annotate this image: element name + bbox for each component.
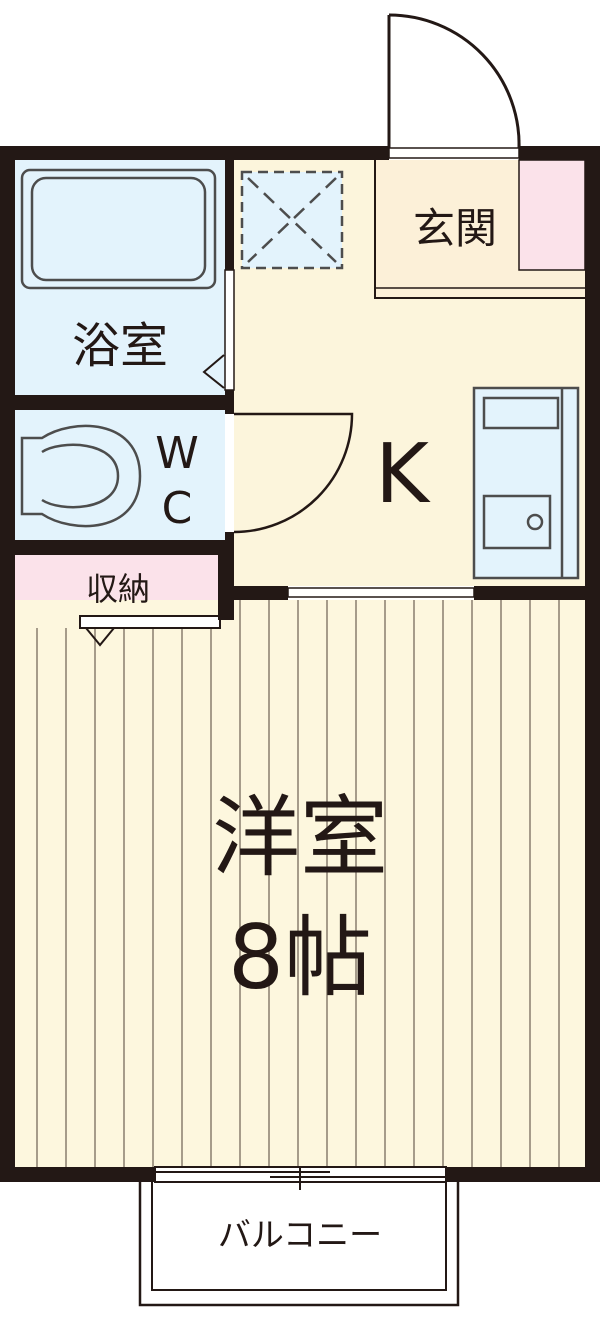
bath-fill: [15, 160, 225, 395]
entrance-step-line: [374, 160, 585, 299]
toilet-label-w: W: [155, 428, 199, 479]
toilet-bowl: [20, 424, 142, 528]
window-top-entrance: [388, 147, 520, 159]
closet-x-box: [240, 170, 344, 270]
bath-door-mark: [202, 354, 225, 389]
balcony-sliding-window: [154, 1166, 447, 1190]
entrance-label: 玄関: [413, 204, 497, 253]
walls: [0, 146, 600, 1182]
storage-door-mark: [79, 615, 221, 647]
western-room-size: 8帖: [228, 906, 372, 1009]
balcony: バルコニー: [138, 1178, 460, 1307]
shoe-cabinet: [518, 159, 586, 271]
western-room-fill: [15, 600, 585, 1167]
bath-side-window: [224, 269, 235, 391]
kitchen-counter: [472, 386, 580, 580]
flooring-lines: [36, 600, 560, 1167]
entrance-door-swing: [387, 13, 521, 152]
bath-label: 浴室: [72, 318, 168, 374]
balcony-label: バルコニー: [218, 1215, 382, 1254]
western-room-label: 洋室: [212, 786, 388, 889]
bathtub: [20, 168, 217, 290]
toilet-door-swing: [233, 412, 354, 534]
storage-label: 収納: [86, 570, 150, 608]
kitchen-room-opening: [287, 587, 475, 598]
kitchen-label: K: [375, 427, 431, 522]
toilet-label-c: C: [162, 483, 193, 534]
